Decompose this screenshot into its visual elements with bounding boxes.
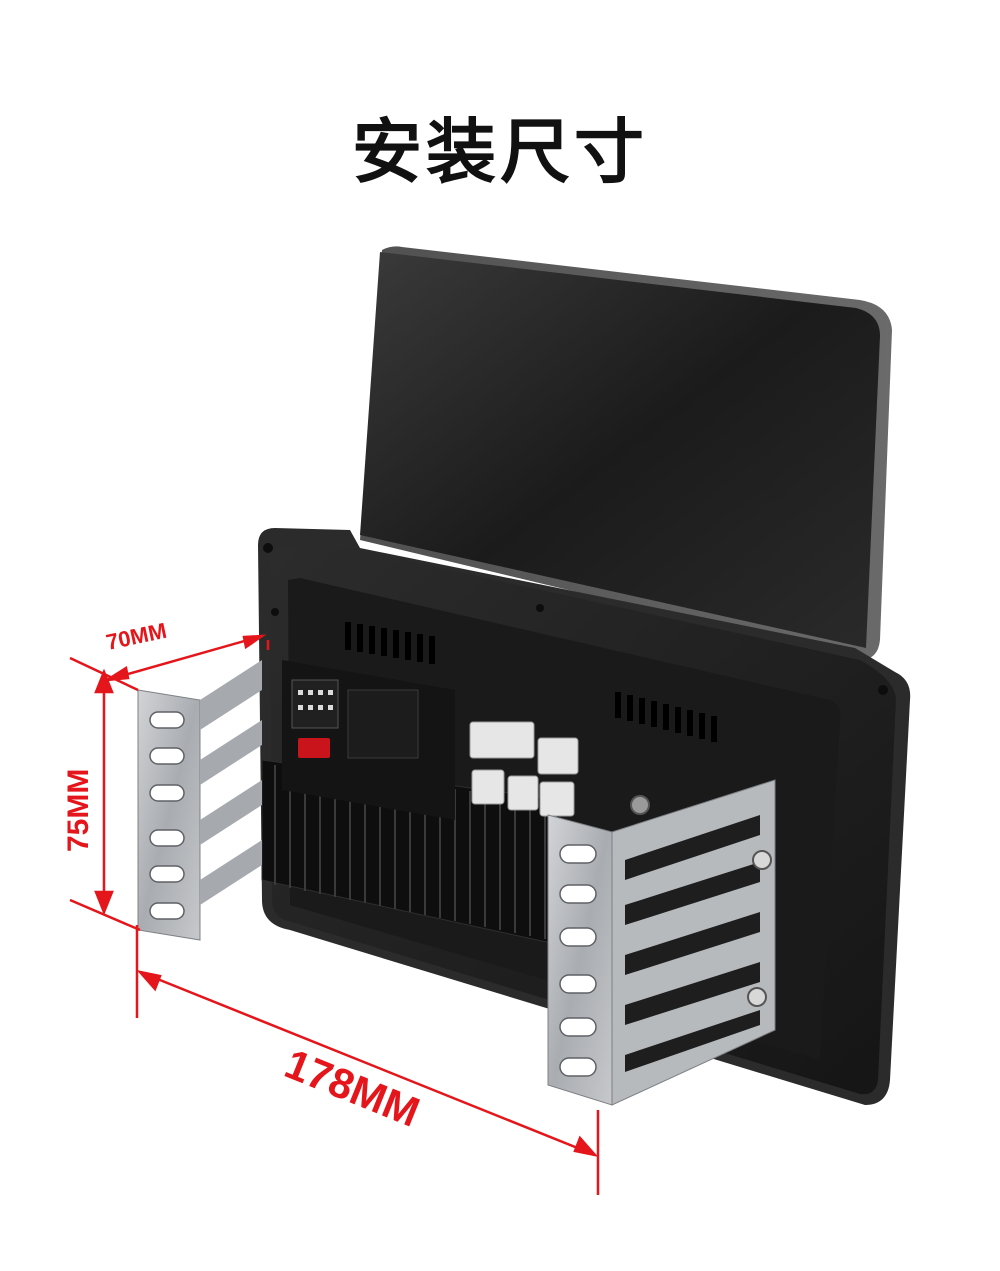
- connector-panel: [282, 660, 650, 820]
- height-dimension-label: 75MM: [62, 769, 95, 852]
- depth-dimension-label: 70MM: [104, 618, 169, 655]
- left-mounting-bracket: [137, 660, 262, 941]
- dimension-lines: [69, 634, 600, 1195]
- width-dimension-label: 178MM: [279, 1040, 426, 1136]
- right-mounting-bracket: [547, 779, 776, 1106]
- page-title: 安装尺寸: [352, 111, 648, 193]
- display-screen: [360, 246, 892, 660]
